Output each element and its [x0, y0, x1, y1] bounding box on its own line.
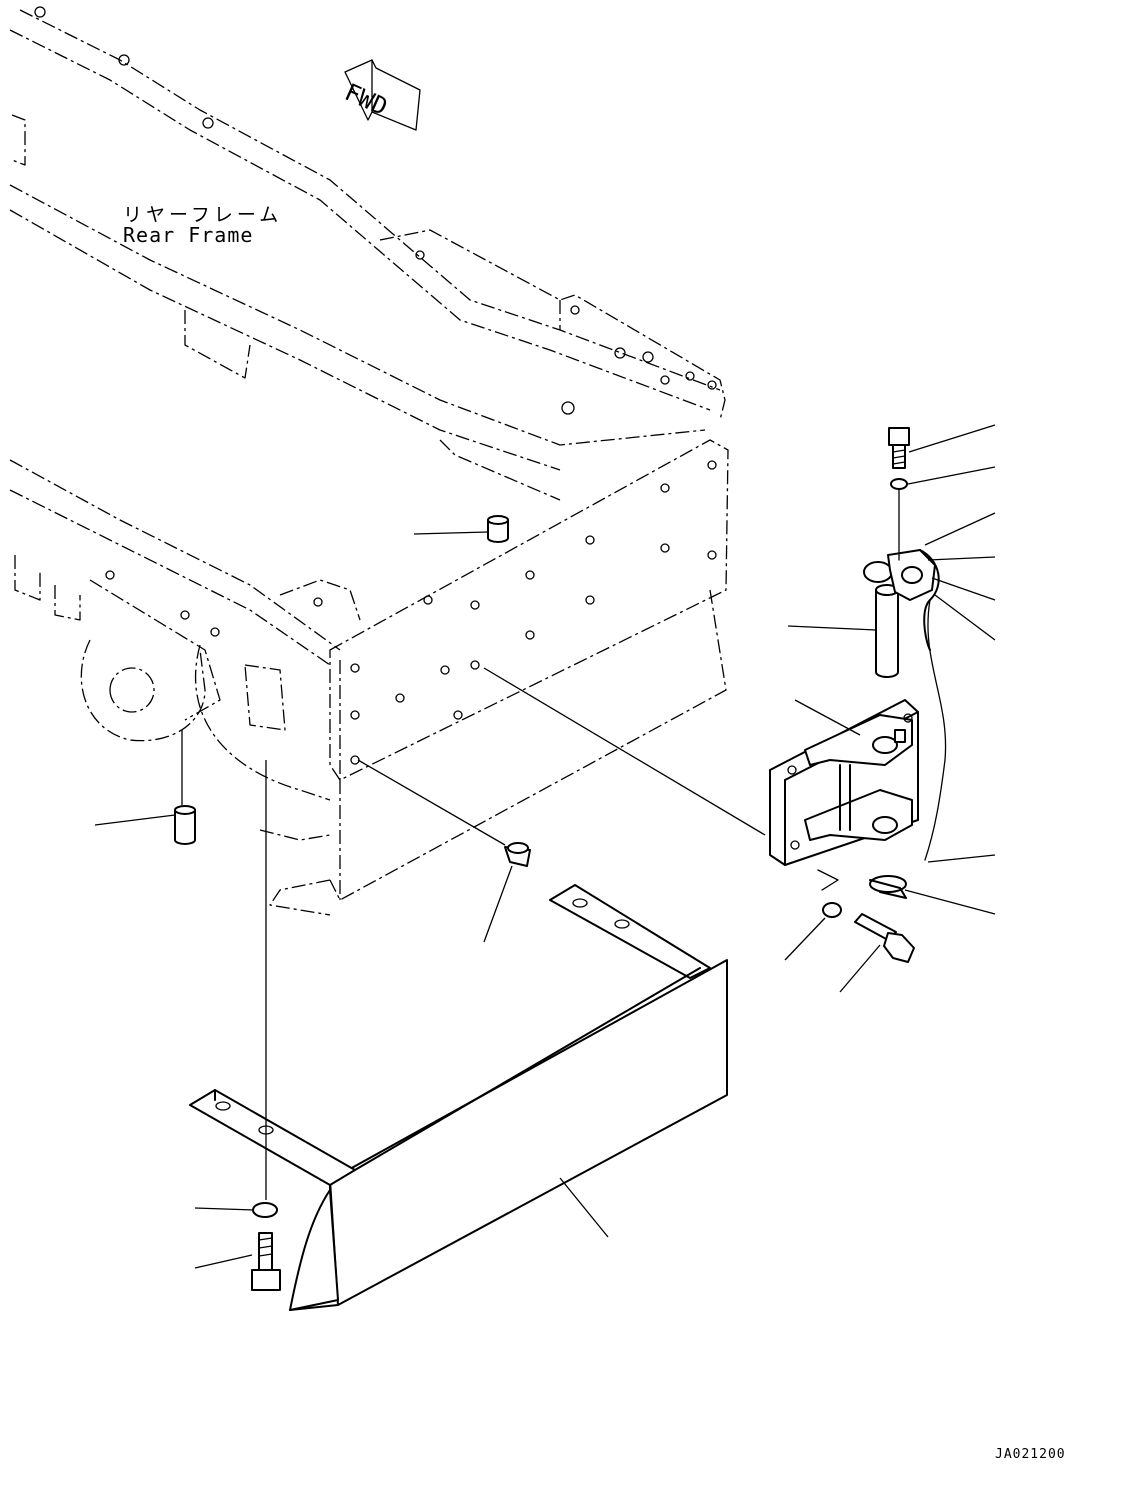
bolt-left — [251, 1232, 281, 1291]
rear-frame — [9, 6, 729, 916]
hitch-bracket — [769, 699, 919, 866]
chain — [924, 599, 947, 861]
leader-lines — [94, 424, 996, 1269]
plug-upper — [487, 515, 509, 543]
washer-left — [252, 1202, 278, 1218]
washer — [822, 902, 842, 918]
guard — [189, 884, 728, 1311]
bolt-top — [888, 427, 910, 469]
assembly-line — [817, 869, 839, 891]
pin-lock-bottom — [869, 875, 907, 899]
drawing-code: JA021200 — [995, 1447, 1066, 1462]
bolt — [854, 913, 915, 963]
rear-frame-label-jp: リヤーフレーム — [123, 204, 283, 226]
retainer — [863, 549, 940, 651]
rear-frame-label-en: Rear Frame — [123, 223, 254, 247]
bushing — [504, 842, 531, 867]
plug-lower — [174, 805, 196, 845]
washer-top — [890, 478, 908, 490]
pin — [875, 584, 899, 678]
center-lines — [181, 667, 766, 1200]
fwd-arrow — [344, 59, 421, 131]
